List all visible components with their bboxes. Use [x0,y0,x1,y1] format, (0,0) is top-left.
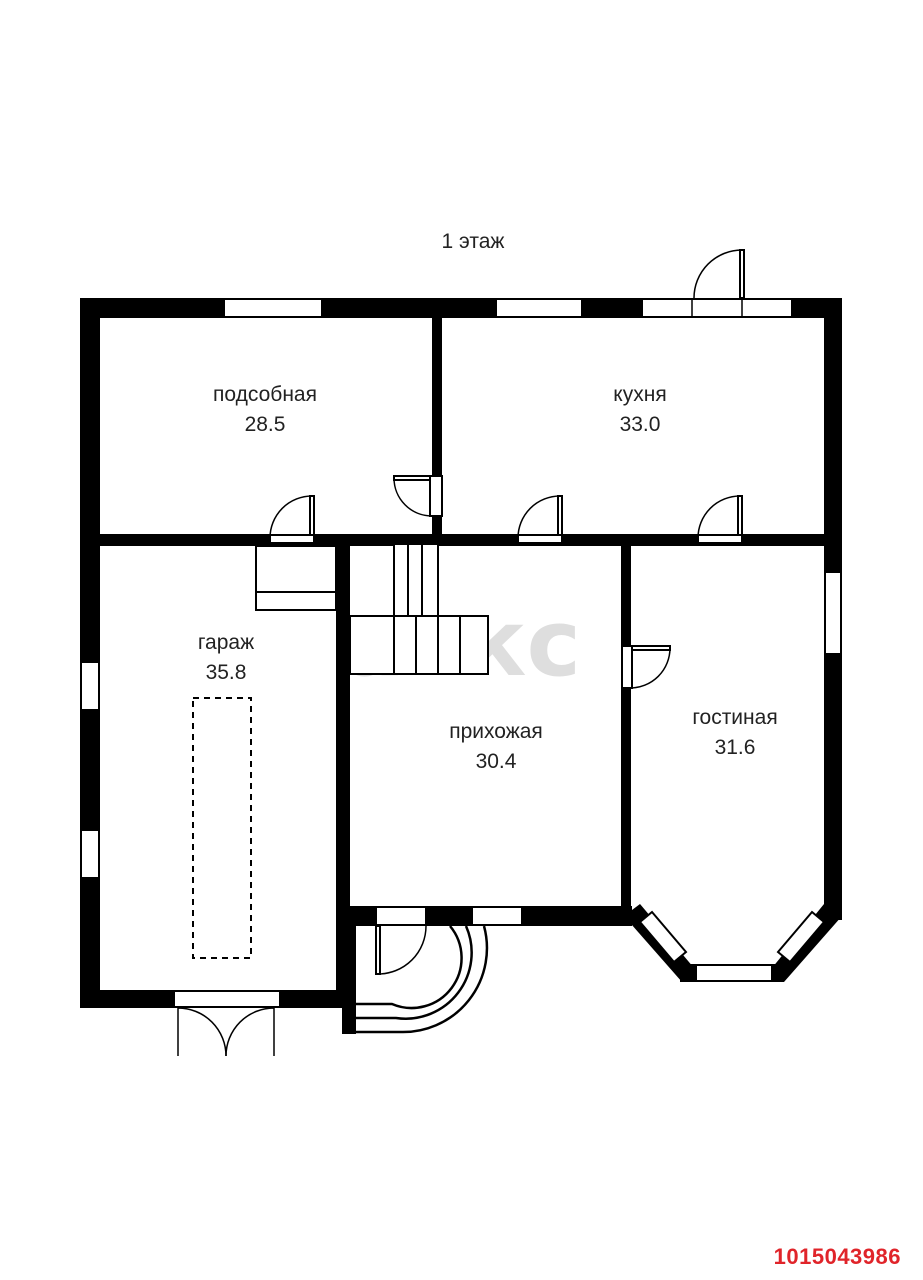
window-utility-top [223,298,323,318]
door-living-leaf [629,645,671,651]
window-bay-right [776,910,826,964]
window-bay-left [638,910,688,964]
doors [177,249,745,1057]
door-garage-left-swing [177,1007,227,1057]
garage-door-opening [173,990,281,1008]
room-kitchen-name: кухня [613,383,666,406]
door-garage-right-swing [225,1007,275,1057]
door-kitchen-1-swing [517,495,561,539]
door-utility-side-swing [393,477,433,517]
door-kitchen-exterior-swing [693,249,743,299]
room-labels: подсобная 28.5 кухня 33.0 гараж 35.8 при… [198,383,778,773]
window-living-right [824,571,842,655]
door-kitchen-exterior-leaf [739,249,745,299]
listing-id: 1015043986 [773,1244,901,1269]
wall-utility-kitchen [432,318,442,538]
door-kitchen-2-swing [697,495,741,539]
door-utility-swing [269,495,313,539]
window-garage-left-1 [80,661,100,711]
staircase [255,543,489,675]
floor-title: 1 этаж [442,230,505,253]
door-entrance-swing [377,925,427,975]
room-living-name: гостиная [692,706,777,729]
room-hallway-name: прихожая [449,720,543,743]
door-kitchen-2-leaf [737,495,743,539]
window-hall-bottom-2 [471,906,523,926]
door-utility-side-leaf [393,475,433,481]
room-garage-area: 35.8 [206,661,247,684]
room-utility-name: подсобная [213,383,317,406]
wall-hall-living [621,540,631,920]
wall-garage-right [336,540,346,1008]
door-living-swing [629,647,671,689]
window-hall-bottom-1 [375,906,427,926]
porch-steps [350,925,489,1034]
room-kitchen-area: 33.0 [620,413,661,436]
room-hallway-area: 30.4 [476,750,517,773]
room-garage-name: гараж [198,631,254,654]
window-kitchen-top-1 [495,298,583,318]
windows [80,298,842,1008]
room-utility-area: 28.5 [245,413,286,436]
garage-car-outline [192,697,252,959]
window-garage-left-2 [80,829,100,879]
room-living-area: 31.6 [715,736,756,759]
door-utility-leaf [309,495,315,539]
door-entrance-leaf [375,925,381,975]
window-kitchen-top-2 [641,298,793,318]
wall-hall-left [342,540,350,926]
door-kitchen-1-leaf [557,495,563,539]
window-bay-bottom [695,964,773,982]
wall-left [80,298,100,1008]
